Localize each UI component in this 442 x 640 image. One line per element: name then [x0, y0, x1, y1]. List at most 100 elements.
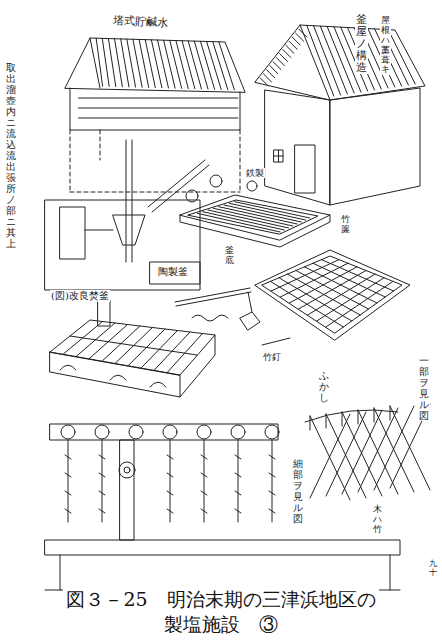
- thatch-stroke: [194, 41, 208, 89]
- string-knot: [235, 509, 241, 513]
- net-line: [342, 410, 382, 494]
- pan-stick: [203, 212, 285, 230]
- mesh-tray: [255, 250, 410, 340]
- thatch-stroke: [115, 39, 123, 87]
- mesh-line: [313, 263, 385, 297]
- thatch-stroke: [276, 58, 284, 66]
- wall-plank: [79, 118, 239, 119]
- net-hook: [310, 416, 311, 430]
- roller: [129, 425, 143, 439]
- roller: [163, 425, 177, 439]
- figure-caption: 図３－25 明治末期の三津浜地区の製塩施設 ③: [63, 587, 379, 638]
- hanging-string: [102, 440, 103, 522]
- thatch-stroke: [96, 38, 102, 86]
- thatch-stroke: [273, 62, 281, 70]
- string-knot: [201, 473, 207, 477]
- roller: [265, 425, 279, 439]
- salt-pan: [180, 175, 330, 247]
- thatch-stroke: [158, 40, 169, 88]
- hanging-net: [305, 404, 430, 500]
- mesh-line: [308, 274, 375, 315]
- thatch-stroke: [263, 74, 271, 82]
- thatch-stroke: [296, 33, 304, 41]
- thatch-stroke: [270, 66, 278, 74]
- string-knot: [65, 455, 71, 459]
- thatch-stroke: [151, 40, 162, 88]
- thatch-stroke: [200, 41, 214, 89]
- net-hook: [326, 414, 327, 428]
- thatch-stroke: [286, 45, 294, 53]
- roller: [197, 425, 211, 439]
- small-parts: [175, 288, 290, 345]
- thatch-stroke: [283, 49, 291, 57]
- string-knot: [201, 509, 207, 513]
- grate-bar: [70, 336, 197, 355]
- string-knot: [269, 509, 275, 513]
- mesh-line: [296, 271, 369, 310]
- mesh-line: [322, 260, 394, 291]
- thatch-stroke: [145, 40, 155, 88]
- vertical-note: 釜底: [224, 246, 235, 266]
- thatch-stroke: [280, 54, 288, 62]
- pan-stick: [229, 203, 305, 220]
- part-label: (図)改良焚釜: [50, 290, 110, 302]
- string-knot: [235, 473, 241, 477]
- part-label: 塔式貯鹹水: [112, 15, 170, 31]
- net-hook: [342, 412, 343, 426]
- thatch-stroke: [207, 41, 222, 89]
- thatch-stroke: [388, 30, 415, 84]
- vertical-note: 九十: [428, 560, 438, 578]
- thatch-stroke: [292, 37, 300, 45]
- vertical-note: 屋根ハ藁葺キ: [380, 16, 391, 75]
- wall-plank: [79, 108, 239, 109]
- mesh-line: [305, 267, 377, 303]
- thatch-stroke: [289, 41, 297, 49]
- thatch-stroke: [213, 42, 228, 90]
- roller: [95, 425, 109, 439]
- thatch-stroke: [327, 26, 354, 93]
- net-hook: [390, 406, 391, 420]
- thatch-stroke: [299, 29, 307, 37]
- string-knot: [167, 491, 173, 495]
- pan-stick: [235, 202, 310, 218]
- thatch-stroke: [164, 40, 175, 88]
- boiling-hut: [255, 25, 425, 205]
- thatch-stroke: [188, 41, 201, 89]
- net-hook: [374, 408, 375, 422]
- string-knot: [235, 455, 241, 459]
- hanging-string: [272, 440, 273, 522]
- thatch-stroke: [219, 42, 235, 90]
- vertical-note: 釜屋ノ構造: [355, 14, 368, 74]
- wall-plank: [79, 98, 239, 99]
- hanging-string: [68, 440, 69, 522]
- thatch-stroke: [102, 38, 109, 86]
- string-knot: [201, 491, 207, 495]
- string-knot: [235, 491, 241, 495]
- net-hook: [358, 410, 359, 424]
- net-line: [358, 408, 398, 492]
- brine-storage-building: [65, 38, 245, 192]
- thatch-stroke: [170, 40, 182, 88]
- thatch-stroke: [267, 70, 275, 78]
- thatch-stroke: [314, 26, 341, 95]
- net-line: [310, 414, 350, 498]
- pan-stick: [197, 213, 280, 232]
- detail-elevation: [45, 424, 400, 590]
- thatch-stroke: [260, 78, 268, 86]
- string-knot: [269, 491, 275, 495]
- furnace-grate: [50, 300, 215, 397]
- hanging-string: [204, 440, 205, 522]
- thatch-stroke: [139, 39, 149, 87]
- string-knot: [167, 455, 173, 459]
- string-knot: [99, 491, 105, 495]
- vertical-note: 一部ヲ見ル図: [418, 355, 430, 421]
- vertical-note: 竹簾: [340, 215, 351, 235]
- string-knot: [201, 455, 207, 459]
- vertical-note: 取出溜壺内ニ流込 流出張所ノ部ニ其上: [5, 62, 17, 249]
- vertical-note: ふかし: [318, 370, 330, 403]
- string-knot: [65, 473, 71, 477]
- thatch-stroke: [182, 41, 195, 89]
- thatch-stroke: [108, 39, 115, 87]
- part-label: 陶製釜: [157, 266, 189, 278]
